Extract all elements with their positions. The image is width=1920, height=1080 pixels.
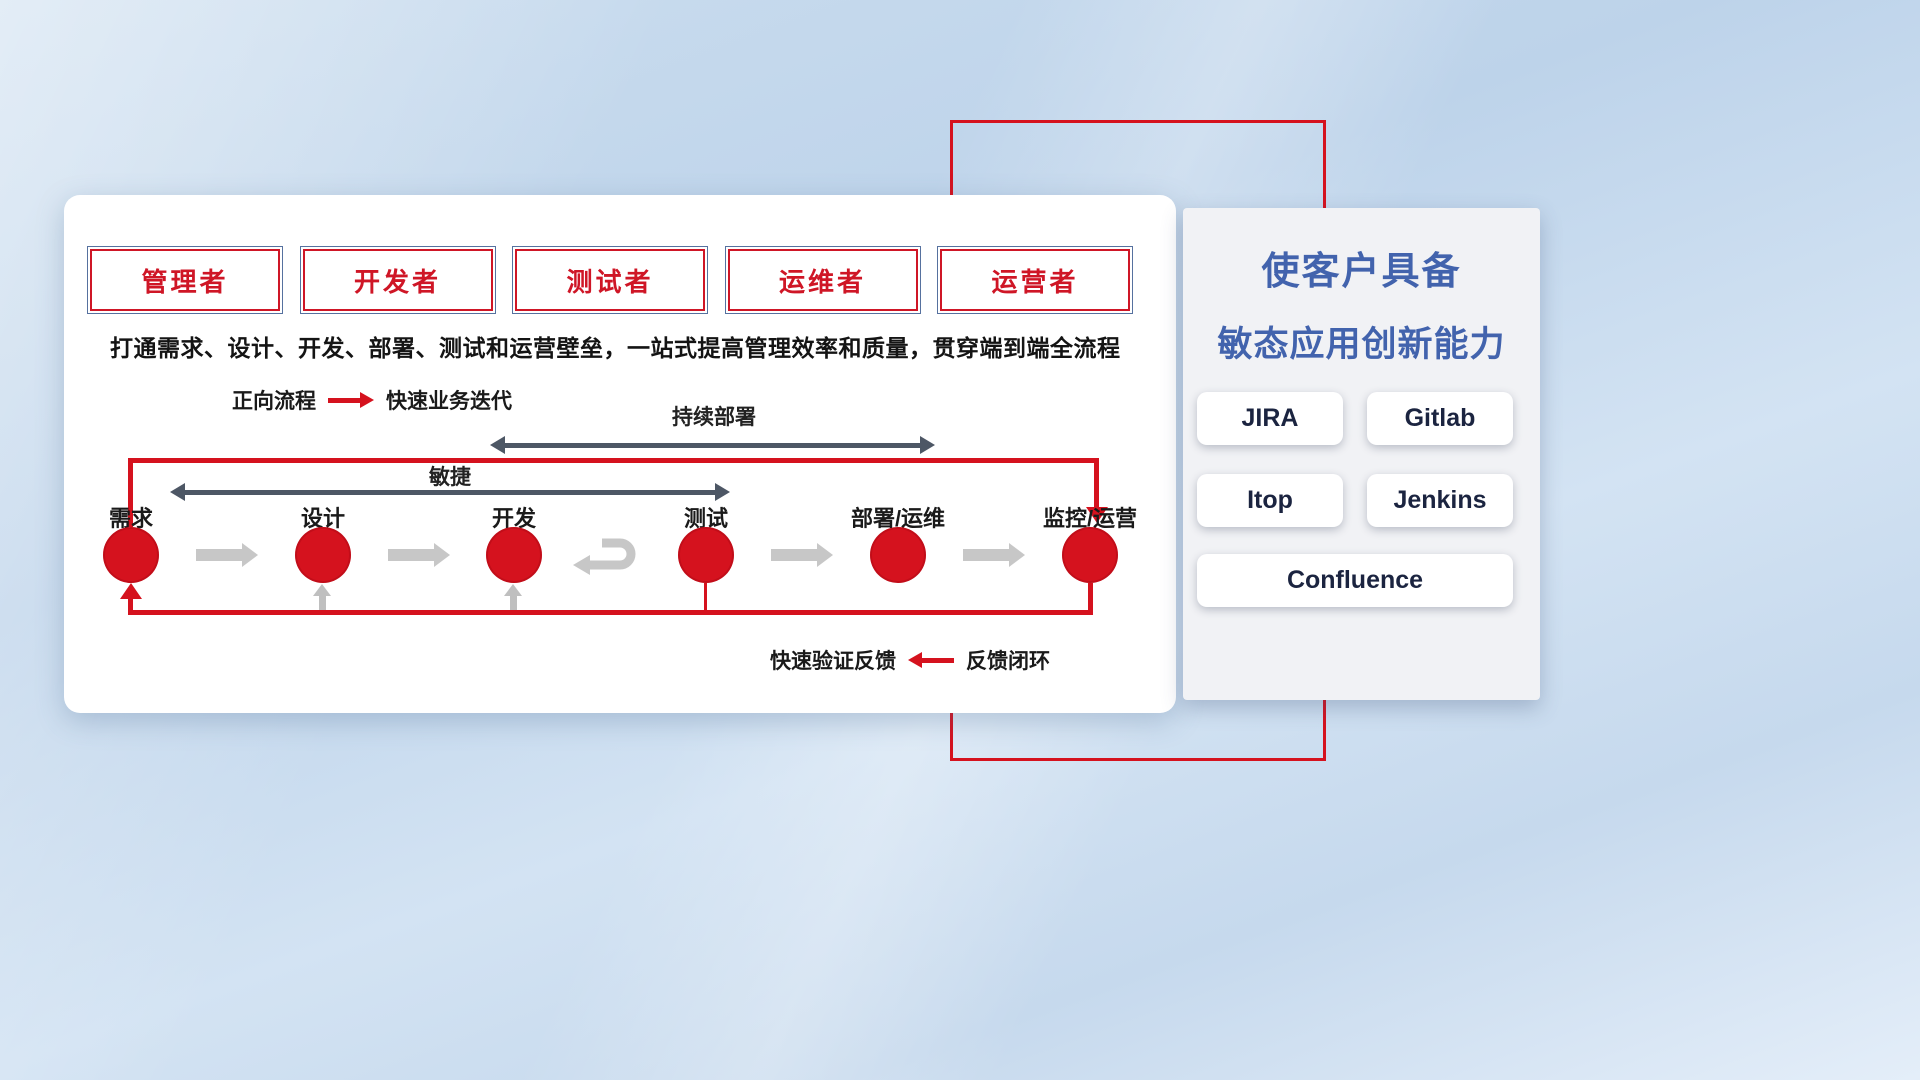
agile-span-arrow-icon	[170, 483, 730, 501]
feedback-arrow-icon	[908, 651, 954, 668]
feedback-up-arrow-icon	[504, 584, 522, 610]
panel-title-line1: 使客户具备	[1261, 251, 1462, 293]
role-label: 测试者	[566, 266, 654, 297]
devops-flow-card: 管理者 开发者 测试者 运维者 运营者 打通需求、设计、开发、部署、测试和运营壁…	[64, 195, 1176, 713]
forward-loop-arrowhead-icon	[1086, 507, 1108, 523]
stage-node-design	[295, 527, 351, 583]
role-label: 管理者	[141, 266, 229, 297]
tool-badge-jira: JIRA	[1197, 392, 1343, 445]
stage-label-requirements: 需求	[108, 506, 153, 531]
stage-label-development: 开发	[491, 506, 536, 531]
forward-loop-line-left	[128, 458, 133, 527]
feedback-connector-line	[704, 583, 707, 610]
flow-arrow-icon	[196, 543, 258, 567]
cd-span-arrow-icon	[490, 436, 935, 454]
flow-arrow-icon	[388, 543, 450, 567]
stage-node-requirements	[103, 527, 159, 583]
stage-node-testing	[678, 527, 734, 583]
forward-loop-line-right	[1094, 458, 1099, 507]
tool-badge-gitlab: Gitlab	[1367, 392, 1513, 445]
role-label: 开发者	[353, 266, 441, 297]
capability-side-panel: 使客户具备 敏态应用创新能力 JIRA Gitlab Itop Jenkins …	[1183, 208, 1540, 700]
feedback-up-arrow-icon	[313, 584, 331, 610]
feedback-loop-line-right	[1088, 583, 1093, 615]
stage-node-monitor-operation	[1062, 527, 1118, 583]
stage-node-development	[486, 527, 542, 583]
tool-badge-itop: Itop	[1197, 474, 1343, 527]
role-box-ops: 运维者	[724, 246, 921, 314]
role-box-manager: 管理者	[87, 246, 283, 314]
feedback-loop-arrowhead-icon	[120, 583, 142, 599]
agile-span-label: 敏捷	[429, 466, 471, 489]
feedback-loop-line-bottom	[128, 610, 1093, 615]
stage-node-deploy-ops	[870, 527, 926, 583]
flow-arrow-icon	[771, 543, 833, 567]
role-label: 运营者	[991, 266, 1079, 297]
forward-legend-label: 正向流程	[232, 390, 316, 413]
feedback-legend-value: 反馈闭环	[966, 650, 1050, 673]
forward-legend-value: 快速业务迭代	[386, 390, 512, 413]
feedback-loop-line-left	[128, 599, 133, 615]
stage-label-design: 设计	[300, 506, 345, 531]
flow-arrow-icon	[963, 543, 1025, 567]
card-subtitle: 打通需求、设计、开发、部署、测试和运营壁垒，一站式提高管理效率和质量，贯穿端到端…	[110, 335, 1121, 361]
role-box-operator: 运营者	[937, 246, 1133, 314]
iteration-loop-icon	[573, 538, 636, 575]
tool-badge-confluence: Confluence	[1197, 554, 1513, 607]
role-boxes-row: 管理者 开发者 测试者 运维者 运营者	[87, 246, 1133, 314]
cd-span-label: 持续部署	[672, 406, 756, 429]
role-box-tester: 测试者	[512, 246, 708, 314]
panel-title-line2: 敏态应用创新能力	[1217, 325, 1506, 364]
tool-badge-jenkins: Jenkins	[1367, 474, 1513, 527]
role-box-developer: 开发者	[299, 246, 496, 314]
role-label: 运维者	[778, 266, 866, 297]
stage-label-testing: 测试	[683, 506, 728, 531]
feedback-legend-label: 快速验证反馈	[770, 650, 896, 673]
feedback-legend: 快速验证反馈 反馈闭环	[770, 645, 1050, 675]
stage-label-monitor-operation: 监控/运营	[1042, 506, 1138, 531]
forward-arrow-icon	[328, 391, 374, 408]
forward-loop-line-top	[128, 458, 1099, 463]
forward-legend: 正向流程 快速业务迭代	[232, 385, 512, 415]
stage-label-deploy-ops: 部署/运维	[850, 506, 946, 531]
